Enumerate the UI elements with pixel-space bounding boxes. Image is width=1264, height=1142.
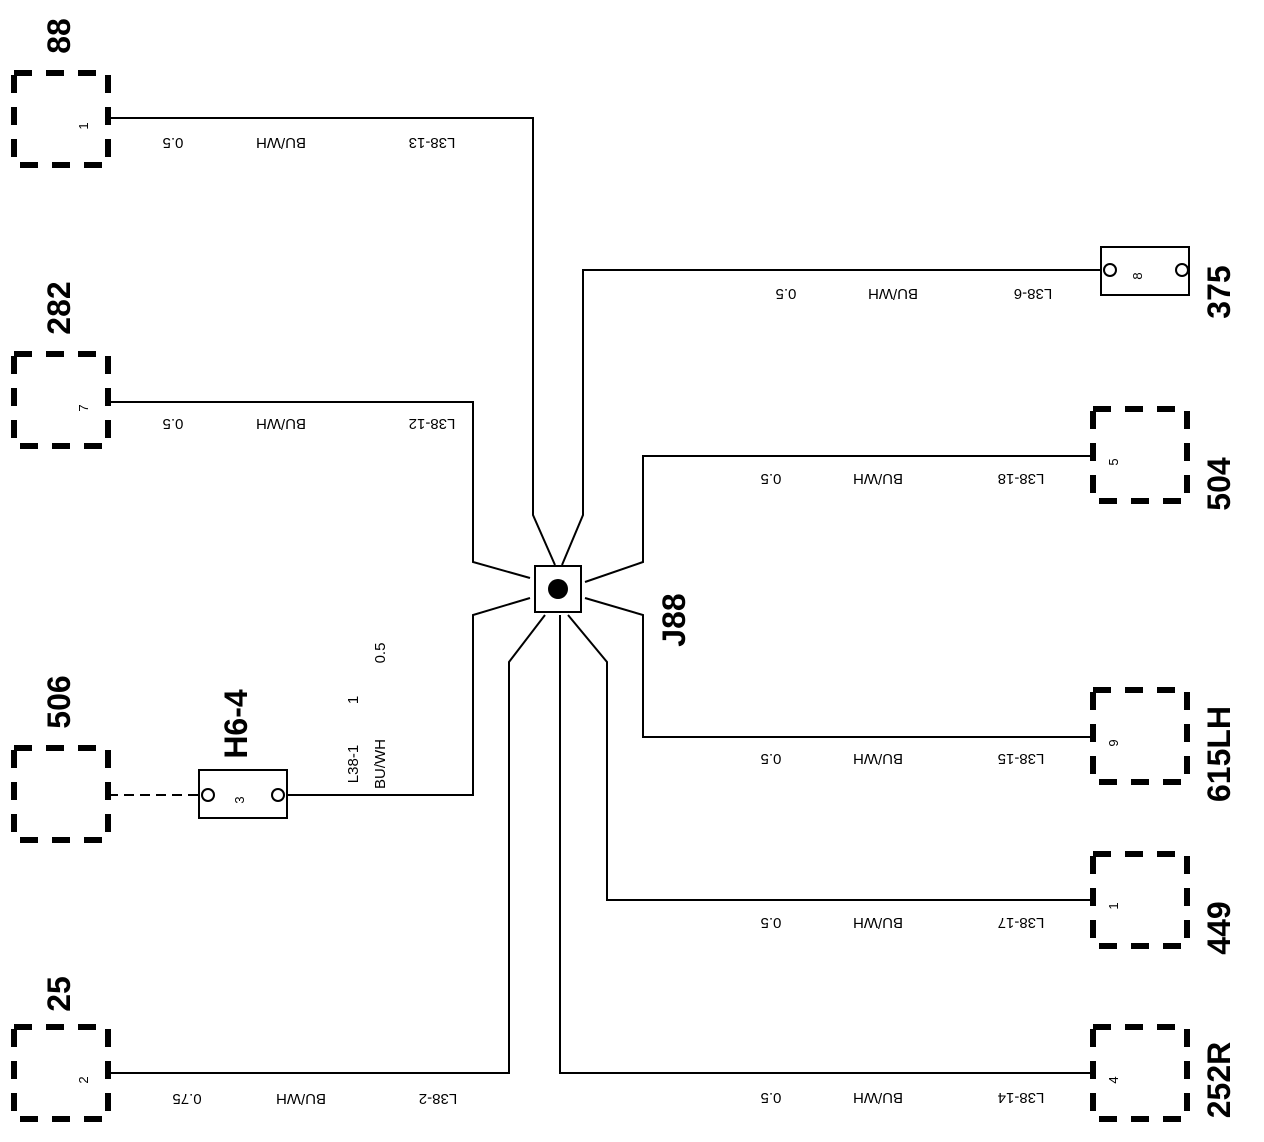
wire-l38-13-circuit: L38-13 — [409, 134, 456, 151]
connector-449-label: 449 — [1201, 901, 1237, 954]
wire-l38-2-size: 0.75 — [172, 1090, 201, 1107]
connector-282-label: 282 — [41, 281, 77, 334]
connector-h6-4[interactable] — [198, 769, 288, 819]
connector-25-pin: 2 — [76, 1076, 91, 1083]
connector-252r-pin: 4 — [1106, 1076, 1121, 1083]
connector-25[interactable] — [11, 1024, 111, 1122]
connector-615lh[interactable] — [1090, 687, 1190, 785]
wire-l38-13-size: 0.5 — [163, 134, 184, 151]
connector-375[interactable] — [1100, 246, 1190, 296]
connector-504-label: 504 — [1201, 457, 1237, 511]
wire-l38-13-color: BU/WH — [256, 134, 306, 151]
connector-282[interactable] — [11, 351, 111, 449]
wire-l38-1-num: 1 — [345, 696, 362, 704]
wire-l38-6-circuit: L38-6 — [1014, 285, 1052, 302]
connector-449[interactable] — [1090, 851, 1190, 949]
wire-l38-2[interactable] — [108, 614, 546, 1074]
wire-l38-15-circuit: L38-15 — [998, 750, 1045, 767]
wire-l38-1-circuit: L38-1 — [345, 745, 362, 783]
connector-88-pin: 1 — [76, 122, 91, 129]
splice-label: J88 — [656, 593, 692, 646]
connector-615lh-label: 615LH — [1201, 706, 1237, 802]
wire-l38-18-color: BU/WH — [853, 470, 903, 487]
connector-252r-label: 252R — [1201, 1042, 1237, 1119]
wire-l38-15[interactable] — [584, 597, 1093, 738]
wire-l38-12-color: BU/WH — [256, 415, 306, 432]
connector-504[interactable] — [1090, 406, 1190, 504]
wire-l38-18-size: 0.5 — [761, 470, 782, 487]
wire-l38-2-color: BU/WH — [276, 1090, 326, 1107]
wire-l38-1-size: 0.5 — [372, 643, 389, 664]
connector-375-pin: 8 — [1130, 272, 1145, 279]
wire-l38-6-size: 0.5 — [776, 285, 797, 302]
wire-l38-12[interactable] — [108, 401, 531, 579]
splice-j88[interactable] — [534, 565, 582, 613]
wire-l38-2-circuit: L38-2 — [419, 1090, 457, 1107]
wire-l38-13[interactable] — [108, 117, 556, 566]
wire-l38-14-color: BU/WH — [853, 1089, 903, 1106]
wire-l38-12-size: 0.5 — [163, 415, 184, 432]
wire-l38-17[interactable] — [567, 614, 1093, 901]
wire-l38-14-size: 0.5 — [761, 1089, 782, 1106]
wire-l38-6-color: BU/WH — [868, 285, 918, 302]
wire-l38-15-size: 0.5 — [761, 750, 782, 767]
wire-l38-18[interactable] — [584, 455, 1093, 583]
connector-504-pin: 5 — [1106, 458, 1121, 465]
connector-506-label: 506 — [41, 675, 77, 728]
wire-l38-1[interactable] — [286, 597, 531, 796]
connector-h6-4-label: H6-4 — [218, 689, 254, 759]
wire-l38-17-circuit: L38-17 — [998, 914, 1045, 931]
wire-l38-18-circuit: L38-18 — [998, 470, 1045, 487]
wire-l38-17-size: 0.5 — [761, 914, 782, 931]
connector-88-label: 88 — [41, 18, 77, 54]
wire-l38-15-color: BU/WH — [853, 750, 903, 767]
connector-375-label: 375 — [1201, 265, 1237, 318]
wire-l38-6[interactable] — [561, 269, 1102, 566]
wire-l38-14[interactable] — [559, 615, 1093, 1074]
wire-l38-17-color: BU/WH — [853, 914, 903, 931]
connector-25-label: 25 — [41, 976, 77, 1012]
wire-l38-14-circuit: L38-14 — [998, 1089, 1045, 1106]
connector-h6-4-pin: 3 — [232, 796, 247, 803]
wire-l38-12-circuit: L38-12 — [409, 415, 456, 432]
wire-l38-1-color: BU/WH — [372, 739, 389, 789]
connector-449-pin: 1 — [1106, 902, 1121, 909]
connector-615lh-pin: 9 — [1106, 739, 1121, 746]
connector-252r[interactable] — [1090, 1024, 1190, 1122]
connector-282-pin: 7 — [76, 404, 91, 411]
connector-88[interactable] — [11, 70, 111, 168]
connector-506[interactable] — [11, 745, 111, 843]
